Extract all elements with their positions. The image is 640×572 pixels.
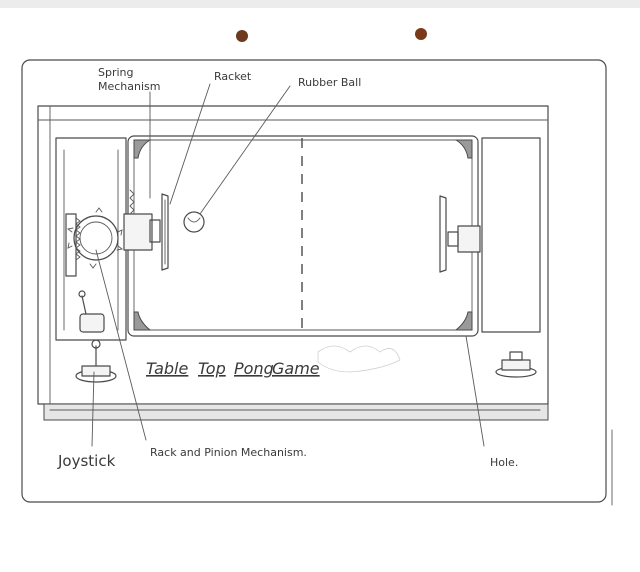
label-joystick: Joystick bbox=[57, 452, 116, 470]
title-word-pong: Pong bbox=[234, 359, 274, 378]
label-racket: Racket bbox=[214, 70, 252, 83]
punch-hole-right bbox=[415, 28, 427, 40]
punch-hole-left bbox=[236, 30, 248, 42]
label-hole: Hole. bbox=[490, 456, 518, 469]
label-spring-line1: Spring bbox=[98, 66, 134, 79]
label-rack-pinion: Rack and Pinion Mechanism. bbox=[150, 446, 307, 459]
label-spring-line2: Mechanism bbox=[98, 80, 161, 93]
title-word-game: Game bbox=[272, 359, 320, 378]
title-word-top: Top bbox=[198, 359, 226, 378]
label-rubber-ball: Rubber Ball bbox=[298, 76, 361, 89]
title-word-table: Table bbox=[146, 359, 189, 378]
paper-top-shadow bbox=[0, 0, 640, 8]
